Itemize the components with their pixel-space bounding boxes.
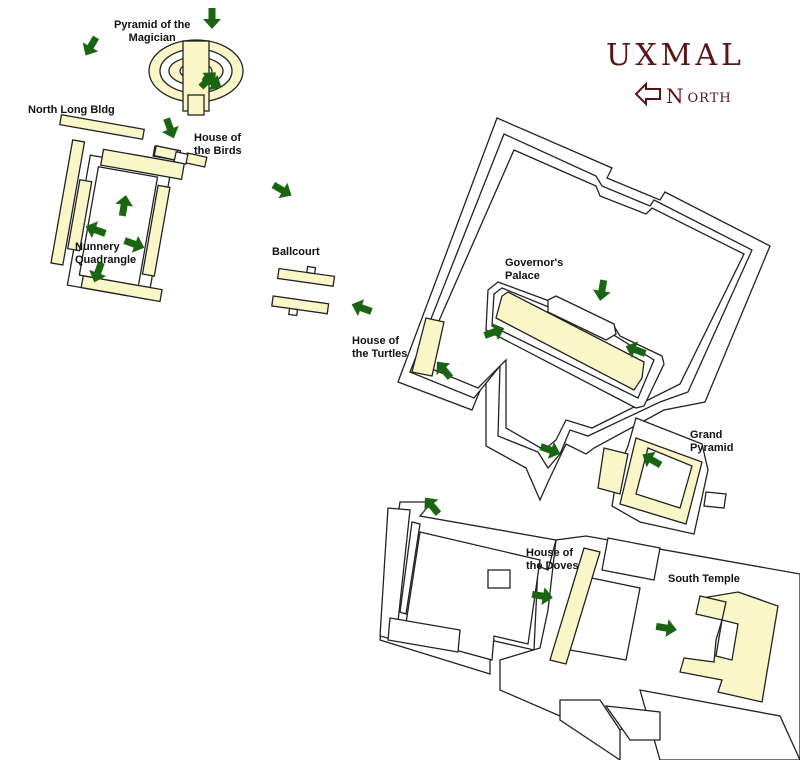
arrow-icon [158, 115, 183, 142]
arrow-icon [348, 295, 375, 320]
arrow-icon [203, 8, 221, 29]
nunnery-quadrangle [50, 139, 186, 303]
house-of-the-turtles [411, 317, 445, 377]
label-ballcourt: Ballcourt [272, 246, 320, 258]
north-first-letter: N [666, 84, 684, 108]
north-long-building [59, 114, 145, 140]
house-of-the-doves [549, 547, 601, 665]
map-title: UXMAL [606, 38, 745, 73]
north-rest: ORTH [687, 90, 732, 106]
governors-palace-platform [397, 117, 771, 502]
label-north-long-bldg: North Long Bldg [28, 104, 115, 116]
left-arrow-icon [634, 81, 661, 107]
pyramid-of-the-magician [148, 39, 244, 116]
arrow-icon [268, 177, 297, 204]
grand-pyramid [597, 417, 727, 535]
label-south-temple: South Temple [668, 573, 740, 585]
ballcourt [271, 265, 336, 317]
south-complex [379, 501, 800, 760]
arrow-icon [77, 32, 104, 61]
